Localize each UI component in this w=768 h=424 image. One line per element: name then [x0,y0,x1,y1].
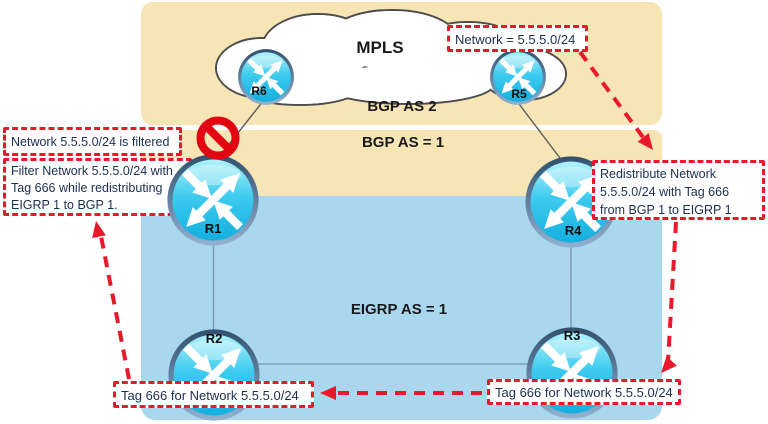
router-label-r3: R3 [563,328,581,343]
callout-tag-right: Tag 666 for Network 5.5.5.0/24 [487,379,681,405]
label-eigrp-as1: EIGRP AS = 1 [350,301,448,318]
connector-tag-left-to-filter [98,230,131,380]
redistribute-line-3: from BGP 1 to EIGRP 1 [600,203,732,217]
callout-tag-left-text: Tag 666 for Network 5.5.5.0/24 [121,388,299,403]
callout-network-text: Network = 5.5.5.0/24 [455,32,576,47]
router-label-r2: R2 [205,331,223,346]
redistribute-line-1: Redistribute Network [600,167,717,181]
filter-rule-line-1: Filter Network 5.5.5.0/24 with [11,164,173,178]
filter-rule-line-3: EIGRP 1 to BGP 1. [11,198,118,212]
router-label-r4: R4 [564,223,582,238]
label-bgp-as2: BGP AS 2 [367,98,437,115]
callout-redistribute: Redistribute Network 5.5.5.0/24 with Tag… [592,160,765,220]
connector-redistribute-to-tag-right [666,221,678,363]
router-label-r1: R1 [204,221,222,236]
redistribute-line-2: 5.5.5.0/24 with Tag 666 [600,185,730,199]
arrowhead-up [92,221,106,239]
router-label-r5: R5 [511,87,527,101]
filter-rule-line-2: Tag 666 while redistributing [11,181,163,195]
callout-network-filtered: Network 5.5.5.0/24 is filtered [3,127,182,156]
callout-network-filtered-text: Network 5.5.5.0/24 is filtered [11,135,170,149]
callout-network-advertised: Network = 5.5.5.0/24 [447,25,588,52]
mpls-cloud-label: MPLS [356,38,404,57]
callout-filter-rule: Filter Network 5.5.5.0/24 with Tag 666 w… [3,158,192,216]
label-bgp-as1: BGP AS = 1 [361,134,445,151]
router-label-r6: R6 [251,84,267,98]
callout-tag-right-text: Tag 666 for Network 5.5.5.0/24 [495,385,673,400]
callout-tag-left: Tag 666 for Network 5.5.5.0/24 [113,381,314,408]
